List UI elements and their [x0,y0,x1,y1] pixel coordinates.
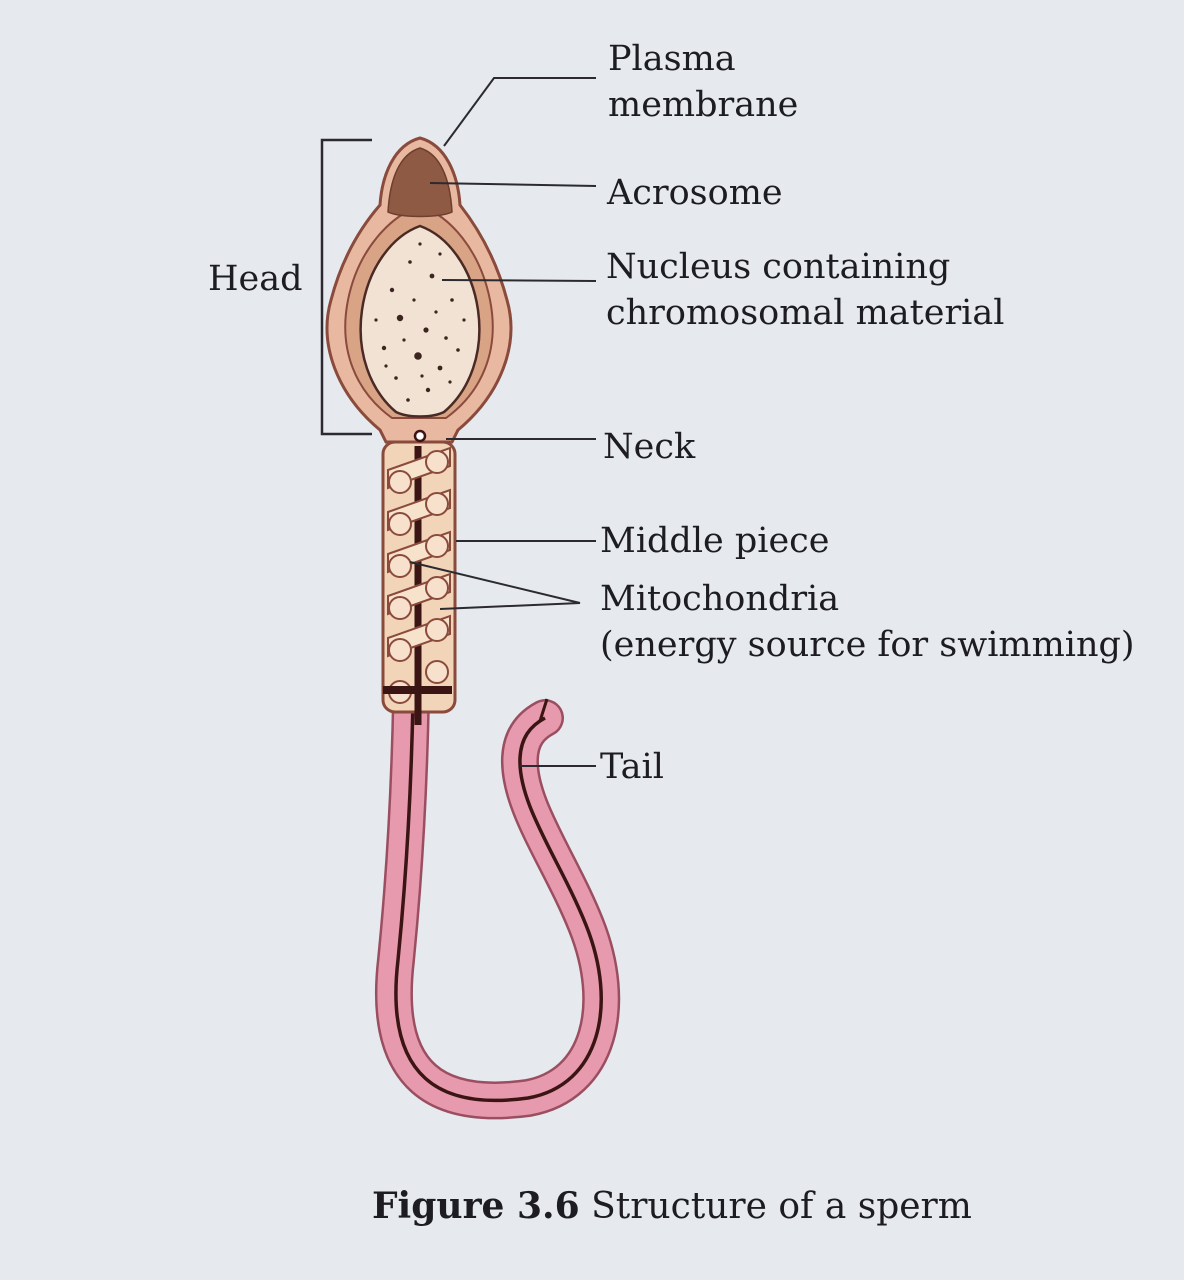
chromatin-speckles [374,242,466,402]
proximal-centriole [413,429,427,443]
nucleus-shape [359,224,481,418]
label-nucleus-line-1: Nucleus containing [606,247,951,287]
nucleus-leader [441,279,597,282]
label-middle-piece: Middle piece [600,521,830,561]
label-mitochondria: Mitochondria (energy source for swimming… [600,576,1135,668]
mitochondria-leader-2 [439,602,581,610]
label-nucleus-line-2: chromosomal material [606,293,1005,333]
tail-body [377,683,618,1117]
label-mitochondria-line-2: (energy source for swimming) [600,625,1135,665]
tail-axial-filament [394,699,603,1103]
acrosome-leader [429,182,597,187]
label-head: Head [208,259,303,299]
tail-end-filament [538,698,549,722]
label-mitochondria-line-1: Mitochondria [600,579,840,619]
figure-caption: Figure 3.6 Structure of a sperm [372,1183,972,1230]
label-nucleus: Nucleus containing chromosomal material [606,244,1004,336]
label-acrosome: Acrosome [607,173,783,213]
mitochondria-leader-1 [409,561,581,604]
label-tail: Tail [600,747,664,787]
acrosome-shape [387,147,453,218]
middle-piece [381,440,457,725]
figure-caption-text: Structure of a sperm [591,1186,972,1227]
leader-lines [409,77,597,767]
figure-number: Figure 3.6 [372,1185,580,1227]
plasma-membrane-leader [443,77,596,147]
label-plasma-membrane-line-1: Plasma [608,39,736,79]
tail [374,681,621,1120]
label-neck: Neck [603,427,696,467]
head [325,136,513,444]
label-plasma-membrane: Plasma membrane [608,36,798,128]
label-plasma-membrane-line-2: membrane [608,85,799,125]
mitochondria [388,450,449,704]
head-bracket [320,138,372,436]
